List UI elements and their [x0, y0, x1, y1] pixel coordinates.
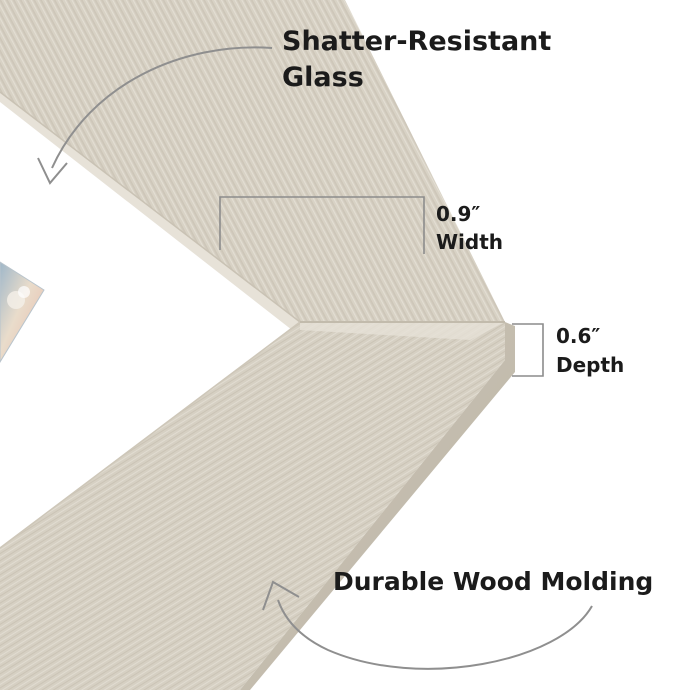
width-value: 0.9″ — [436, 202, 481, 226]
molding-callout: Durable Wood Molding — [333, 565, 653, 599]
depth-label: Depth — [556, 353, 625, 377]
width-callout: 0.9″ Width — [436, 200, 503, 256]
width-label: Width — [436, 230, 504, 254]
frame-bottom-arm — [0, 321, 505, 690]
depth-bracket-icon — [512, 323, 544, 377]
depth-callout: 0.6″ Depth — [556, 322, 624, 380]
frame-top-arm — [0, 0, 505, 330]
molding-arrow-icon — [262, 580, 593, 670]
width-bracket-icon — [219, 196, 425, 254]
glass-callout: Shatter-Resistant Glass — [282, 24, 551, 96]
depth-value: 0.6″ — [556, 324, 601, 348]
photo-glimpse — [0, 261, 45, 363]
glass-callout-line2: Glass — [282, 62, 364, 93]
glass-callout-line1: Shatter-Resistant — [282, 26, 552, 57]
molding-callout-text: Durable Wood Molding — [333, 567, 654, 596]
glass-arrow-icon — [37, 46, 273, 185]
